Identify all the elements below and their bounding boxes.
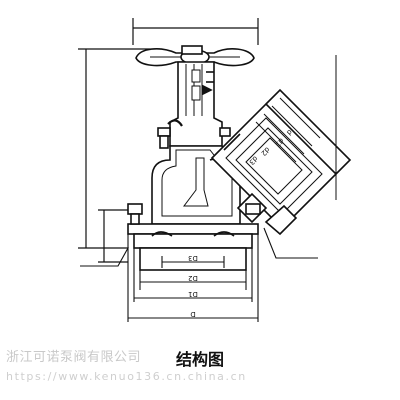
top-width-dimension: [132, 18, 259, 45]
stem-and-yoke: [169, 45, 223, 147]
height-dimension-h1: [78, 48, 160, 249]
leader-lines: [80, 227, 318, 267]
height-dimension-h2: [98, 209, 128, 263]
dim-label-D3: D3: [188, 254, 198, 262]
inlet-flange: [127, 203, 261, 271]
watermark-url: https://www.kenuo136.cn.china.cn: [6, 370, 247, 383]
dim-label-D2: D2: [188, 274, 198, 282]
dim-label-d2: d2: [259, 145, 271, 157]
dim-label-D1: D1: [188, 290, 198, 298]
bonnet-bolts: [157, 119, 231, 149]
drawing-caption: 结构图: [176, 350, 225, 369]
dim-label-D: D: [190, 310, 195, 318]
dim-label-d3: d3: [247, 154, 259, 166]
valve-body: [151, 145, 241, 225]
angled-dimension-lines: [255, 97, 321, 163]
watermark-company-name: 浙江可诺泵阀有限公司: [6, 350, 142, 365]
bottom-dimension-lines: [127, 234, 259, 322]
dim-label-d1: d1: [273, 136, 285, 148]
dim-label-d: d: [285, 128, 294, 137]
